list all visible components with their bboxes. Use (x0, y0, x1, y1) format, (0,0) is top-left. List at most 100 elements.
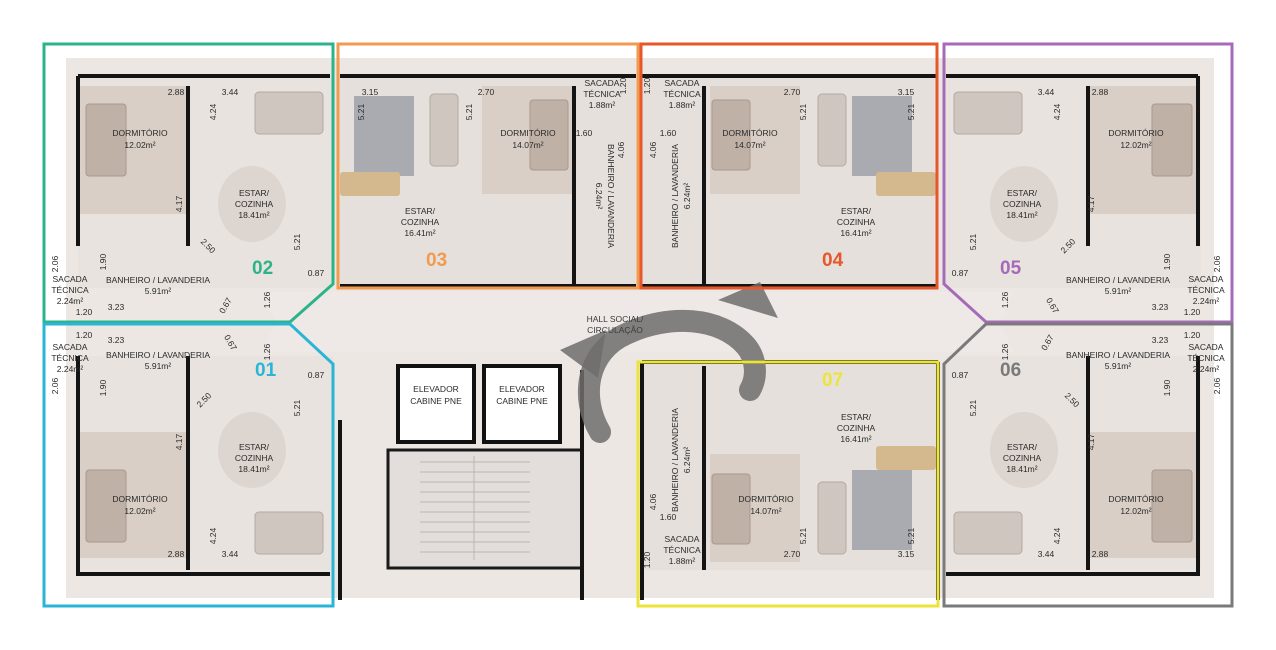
svg-text:2.24m²: 2.24m² (1193, 296, 1220, 306)
unit-number-05: 05 (1000, 258, 1022, 279)
svg-text:1.20: 1.20 (642, 551, 652, 568)
svg-text:12.02m²: 12.02m² (1120, 140, 1151, 150)
svg-text:1.90: 1.90 (98, 379, 108, 396)
svg-text:1.90: 1.90 (1162, 379, 1172, 396)
svg-text:5.91m²: 5.91m² (145, 286, 172, 296)
svg-text:16.41m²: 16.41m² (840, 228, 871, 238)
svg-text:5.21: 5.21 (798, 527, 808, 544)
svg-text:BANHEIRO / LAVANDERIA: BANHEIRO / LAVANDERIA (106, 350, 210, 360)
svg-text:18.41m²: 18.41m² (238, 464, 269, 474)
hall-label-line2: CIRCULAÇÃO (587, 325, 643, 335)
svg-text:BANHEIRO / LAVANDERIA: BANHEIRO / LAVANDERIA (106, 275, 210, 285)
svg-text:0.87: 0.87 (952, 370, 969, 380)
svg-text:5.91m²: 5.91m² (1105, 286, 1132, 296)
svg-text:12.02m²: 12.02m² (1120, 506, 1151, 516)
svg-text:TÉCNICA: TÉCNICA (51, 285, 89, 295)
svg-text:COZINHA: COZINHA (1003, 199, 1042, 209)
svg-text:TÉCNICA: TÉCNICA (583, 89, 621, 99)
elevator-2-line1: ELEVADOR (499, 384, 545, 394)
svg-text:5.21: 5.21 (906, 103, 916, 120)
elevator-1-line1: ELEVADOR (413, 384, 459, 394)
svg-text:4.06: 4.06 (648, 493, 658, 510)
svg-text:2.88: 2.88 (168, 87, 185, 97)
boundary-unit-01 (42, 322, 335, 608)
svg-text:3.44: 3.44 (222, 87, 239, 97)
boundary-unit-06 (942, 322, 1234, 608)
svg-text:DORMITÓRIO: DORMITÓRIO (112, 494, 168, 504)
svg-text:2.88: 2.88 (1092, 549, 1109, 559)
dining-tables (340, 172, 936, 470)
svg-text:3.15: 3.15 (362, 87, 379, 97)
elevator-1-line2: CABINE PNE (410, 396, 462, 406)
svg-text:6.24m²: 6.24m² (682, 183, 692, 210)
svg-text:COZINHA: COZINHA (401, 217, 440, 227)
elevator-right (482, 364, 562, 444)
kitchen-blocks (354, 96, 912, 550)
svg-text:18.41m²: 18.41m² (1006, 464, 1037, 474)
svg-text:BANHEIRO / LAVANDERIA: BANHEIRO / LAVANDERIA (670, 408, 680, 512)
svg-text:4.24: 4.24 (1052, 527, 1062, 544)
svg-text:18.41m²: 18.41m² (1006, 210, 1037, 220)
svg-text:ESTAR/: ESTAR/ (239, 442, 270, 452)
stairwell (386, 448, 584, 570)
svg-text:5.21: 5.21 (292, 399, 302, 416)
svg-text:ESTAR/: ESTAR/ (1007, 442, 1038, 452)
svg-text:4.17: 4.17 (174, 433, 184, 450)
svg-text:SACADA: SACADA (53, 274, 88, 284)
svg-text:DORMITÓRIO: DORMITÓRIO (1108, 128, 1164, 138)
svg-text:1.20: 1.20 (76, 307, 93, 317)
svg-text:4.24: 4.24 (208, 527, 218, 544)
arrow-head-right (718, 282, 778, 318)
svg-text:SACADA: SACADA (585, 78, 620, 88)
svg-text:2.06: 2.06 (1212, 255, 1222, 272)
svg-text:5.21: 5.21 (464, 103, 474, 120)
svg-text:ESTAR/: ESTAR/ (841, 412, 872, 422)
svg-text:5.21: 5.21 (968, 399, 978, 416)
svg-text:TÉCNICA: TÉCNICA (663, 545, 701, 555)
svg-text:DORMITÓRIO: DORMITÓRIO (112, 128, 168, 138)
elevator-left (396, 364, 476, 444)
boundary-unit-07 (636, 360, 940, 608)
unit-number-03: 03 (426, 250, 447, 271)
svg-text:5.21: 5.21 (906, 527, 916, 544)
svg-text:ESTAR/: ESTAR/ (405, 206, 436, 216)
boundary-unit-03 (336, 42, 640, 290)
svg-text:6.24m²: 6.24m² (594, 183, 604, 210)
svg-text:SACADA: SACADA (665, 78, 700, 88)
unit-03-labels: DORMITÓRIO 14.07m² ESTAR/ COZINHA 16.41m… (356, 77, 628, 248)
svg-text:4.06: 4.06 (616, 141, 626, 158)
svg-text:1.20: 1.20 (1184, 307, 1201, 317)
living-rugs (218, 166, 1058, 488)
circulation-arrow (577, 309, 766, 443)
svg-text:1.60: 1.60 (576, 128, 593, 138)
svg-text:TÉCNICA: TÉCNICA (663, 89, 701, 99)
svg-text:14.07m²: 14.07m² (734, 140, 765, 150)
svg-text:3.44: 3.44 (1038, 549, 1055, 559)
unit-number-06: 06 (1000, 360, 1021, 381)
svg-text:BANHEIRO / LAVANDERIA: BANHEIRO / LAVANDERIA (606, 144, 616, 248)
svg-text:4.17: 4.17 (174, 195, 184, 212)
svg-text:2.24m²: 2.24m² (57, 364, 84, 374)
svg-text:14.07m²: 14.07m² (512, 140, 543, 150)
svg-text:COZINHA: COZINHA (1003, 453, 1042, 463)
unit-number-07: 07 (822, 370, 843, 391)
svg-text:1.20: 1.20 (618, 77, 628, 94)
svg-text:2.88: 2.88 (1092, 87, 1109, 97)
svg-text:DORMITÓRIO: DORMITÓRIO (722, 128, 778, 138)
svg-text:12.02m²: 12.02m² (124, 506, 155, 516)
svg-text:1.26: 1.26 (1000, 291, 1010, 308)
svg-text:1.90: 1.90 (98, 253, 108, 270)
svg-text:14.07m²: 14.07m² (750, 506, 781, 516)
svg-text:1.20: 1.20 (1184, 330, 1201, 340)
svg-text:3.15: 3.15 (898, 87, 915, 97)
svg-text:4.17: 4.17 (1086, 195, 1096, 212)
svg-text:2.06: 2.06 (50, 255, 60, 272)
boundary-unit-04 (639, 42, 939, 290)
svg-text:SACADA: SACADA (53, 342, 88, 352)
svg-text:5.91m²: 5.91m² (145, 361, 172, 371)
svg-text:SACADA: SACADA (665, 534, 700, 544)
svg-text:5.91m²: 5.91m² (1105, 361, 1132, 371)
svg-text:4.17: 4.17 (1086, 433, 1096, 450)
svg-text:5.21: 5.21 (968, 233, 978, 250)
